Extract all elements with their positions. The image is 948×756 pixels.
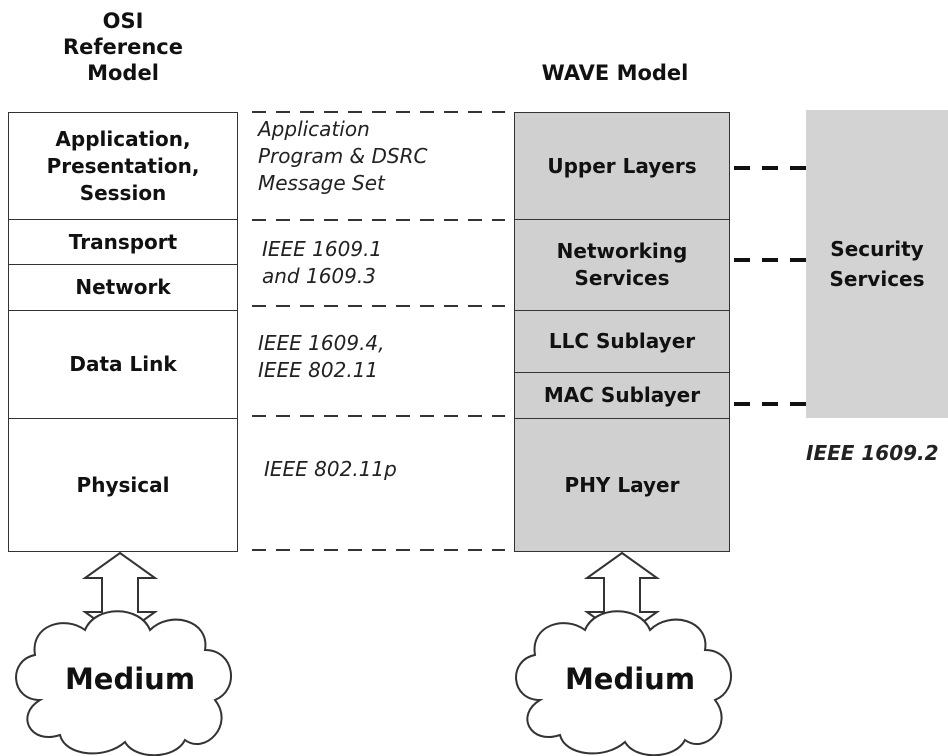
security-services-box: Security Services (806, 110, 948, 418)
left-medium-cloud (15, 610, 232, 756)
security-standard-label: IEEE 1609.2 (806, 441, 939, 465)
osi-layer-data-link: Data Link (9, 311, 237, 419)
osi-layer-physical: Physical (76, 472, 170, 497)
osi-model-title: OSI Reference Model (62, 9, 184, 85)
standard-1609-4-and-802-11: IEEE 1609.4, IEEE 802.11 (258, 331, 385, 382)
wave-layer-phy: PHY Layer (564, 472, 680, 497)
osi-layer-transport: Transport (9, 220, 237, 265)
wave-layer-stack: Upper Layers Networking Services LLC Sub… (514, 112, 730, 552)
wave-layer-upper: Upper Layers (515, 113, 729, 220)
wave-layer-mac-sublayer: MAC Sublayer (515, 373, 729, 419)
osi-layer-network: Network (9, 265, 237, 311)
right-medium-label: Medium (564, 662, 696, 696)
osi-layer-application: Application, Presentation, Session (9, 113, 237, 220)
standard-802-11p: IEEE 802.11p (264, 457, 397, 481)
standard-1609-1-and-1609-3: IEEE 1609.1 and 1609.3 (262, 237, 383, 288)
boundary-dashes (252, 111, 505, 551)
wave-layer-networking-services: Networking Services (515, 220, 729, 311)
wave-layer-llc-sublayer: LLC Sublayer (515, 311, 729, 373)
left-medium-label: Medium (64, 662, 196, 696)
security-connectors (734, 166, 806, 406)
osi-layer-stack: Application, Presentation, Session Trans… (8, 112, 238, 552)
right-medium-cloud (515, 610, 732, 756)
standard-application: Application Program & DSRC Message Set (258, 117, 428, 195)
wave-model-title: WAVE Model (541, 61, 689, 85)
